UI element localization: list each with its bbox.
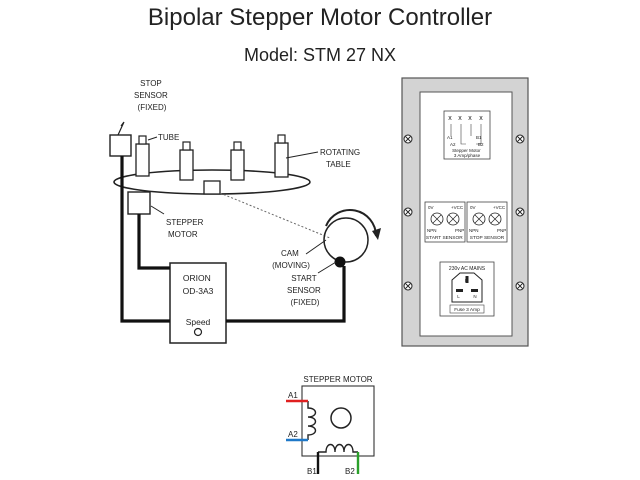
stepper-motor — [127, 191, 151, 215]
stop-sensor-vcc: +VCC — [493, 205, 506, 210]
svg-text:CAM (MOVING): CAM (MOVING) — [272, 249, 310, 270]
svg-text:0V +VCC NPN: 0V +VCC NPN PNP 0V +VCC NPN PNP — [427, 205, 506, 233]
terminal-caption: Stepper Motor — [452, 148, 481, 153]
svg-text:STOP SENSOR (FIXED: STOP SENSOR (FIXED) — [134, 79, 170, 112]
terminal-pin: x — [448, 115, 452, 122]
start-sensor-vcc: +VCC — [451, 205, 464, 210]
wire-a2-label: A2 — [288, 430, 298, 439]
rotating-table-label: ROTATING — [320, 148, 360, 157]
cam-label: (MOVING) — [272, 261, 310, 270]
terminal-a2: A2 — [450, 142, 456, 147]
start-sensor — [334, 256, 346, 268]
terminal-a1: A1 — [447, 135, 453, 140]
fuse-holder — [449, 304, 485, 314]
svg-text:A1 A2 B1 B2: A1 A2 B1 B2 — [288, 391, 355, 476]
screw-icon — [515, 134, 525, 144]
wire-a1-label: A1 — [288, 391, 298, 400]
tube — [274, 134, 289, 178]
start-sensor-caption: START SENSOR — [426, 235, 463, 241]
wire-b2-label: B2 — [345, 467, 355, 476]
stop-sensor-0v: 0V — [470, 205, 476, 210]
coil-a-icon — [307, 401, 317, 440]
stop-sensor-caption: STOP SENSOR — [470, 235, 505, 241]
screw-icon — [515, 207, 525, 217]
svg-text:START SENSOR (FIXE: START SENSOR (FIXED) — [287, 274, 323, 307]
controller-box — [169, 262, 227, 344]
mains-label: 230v AC MAINS — [449, 266, 486, 272]
terminal-pin: x — [458, 115, 462, 122]
controller-model: OD-3A3 — [183, 286, 214, 296]
cam — [323, 217, 369, 263]
terminal-pin: x — [479, 115, 483, 122]
stop-sensor-pnp: PNP — [497, 228, 506, 233]
terminal-b1: B1 — [476, 135, 482, 140]
start-sensor-label: SENSOR — [287, 286, 321, 295]
controller-panel: x x x x A1 A2 B1 B2 Stepper Motor 3 Amp/… — [401, 77, 529, 347]
stepper-motor-label: STEPPER — [166, 218, 204, 227]
fuse-label: Fuse 3 Amp — [454, 307, 480, 313]
wiring-diagram: STEPPER MOTOR A1 A2 B1 B2 — [286, 375, 375, 476]
svg-text:ROTATING TABLE: ROTATING TABLE — [320, 148, 362, 169]
tube — [135, 135, 150, 177]
tube — [230, 141, 245, 181]
screw-icon — [403, 281, 413, 291]
stop-sensor — [109, 134, 132, 157]
mains-neutral: N — [473, 294, 476, 299]
stop-sensor-label: STOP — [140, 79, 162, 88]
svg-text:x x x x: x x x x — [448, 115, 483, 122]
speed-label: Speed — [186, 317, 211, 327]
connector-screw-icon — [488, 212, 502, 226]
connector-screw-icon — [446, 212, 460, 226]
screw-icon — [515, 281, 525, 291]
svg-text:Stepper Motor 3 Amp/phas: Stepper Motor 3 Amp/phase — [452, 148, 482, 158]
tube-label: TUBE — [158, 133, 179, 142]
start-sensor-cable — [226, 266, 346, 323]
svg-text:ORION OD-3A3: ORION OD-3A3 — [183, 273, 214, 296]
screw-icon — [403, 134, 413, 144]
connector-screw-icon — [430, 212, 444, 226]
table-hub — [203, 180, 221, 195]
stop-sensor-npn: NPN — [469, 228, 479, 233]
motor-cable — [137, 214, 170, 270]
page-title: Bipolar Stepper Motor Controller — [147, 4, 493, 31]
svg-text:STEPPER MOTOR: STEPPER MOTOR — [166, 218, 206, 239]
screw-icon — [403, 207, 413, 217]
svg-text:START SENSOR STOP SENSOR: START SENSOR STOP SENSOR — [426, 235, 505, 241]
stop-sensor-label: SENSOR — [134, 91, 168, 100]
stop-sensor-label: (FIXED) — [138, 103, 167, 112]
svg-text:E L N: E L N — [457, 278, 476, 299]
rotating-table-label: TABLE — [326, 160, 351, 169]
wiring-title: STEPPER MOTOR — [303, 375, 372, 384]
mains-live: L — [457, 294, 460, 299]
speed-knob — [193, 327, 203, 337]
start-sensor-0v: 0V — [428, 205, 434, 210]
connector-screw-icon — [472, 212, 486, 226]
iec-socket-icon — [451, 272, 483, 303]
setup-diagram: STOP SENSOR (FIXED) TUBE ROTATING TABLE … — [109, 79, 381, 344]
start-sensor-npn: NPN — [427, 228, 437, 233]
wire-b1-label: B1 — [307, 467, 317, 476]
start-sensor-pnp: PNP — [455, 228, 464, 233]
stop-sensor-cable — [120, 156, 170, 323]
svg-text:A1 A2 B1 B2: A1 A2 B1 B2 — [447, 135, 484, 147]
coil-b-icon — [318, 443, 358, 453]
tube — [179, 141, 194, 181]
terminal-b2: B2 — [478, 142, 484, 147]
mains-earth: E — [465, 278, 468, 283]
rotor-icon — [330, 407, 352, 429]
motor-terminal-block — [443, 110, 491, 160]
stepper-motor-label: MOTOR — [168, 230, 198, 239]
controller-name: ORION — [183, 273, 211, 283]
terminal-caption: 3 Amp/phase — [454, 153, 481, 158]
start-sensor-label: (FIXED) — [291, 298, 320, 307]
cam-label: CAM — [281, 249, 299, 258]
model-subtitle: Model: STM 27 NX — [243, 45, 397, 65]
terminal-pin: x — [468, 115, 472, 122]
start-sensor-label: START — [291, 274, 317, 283]
